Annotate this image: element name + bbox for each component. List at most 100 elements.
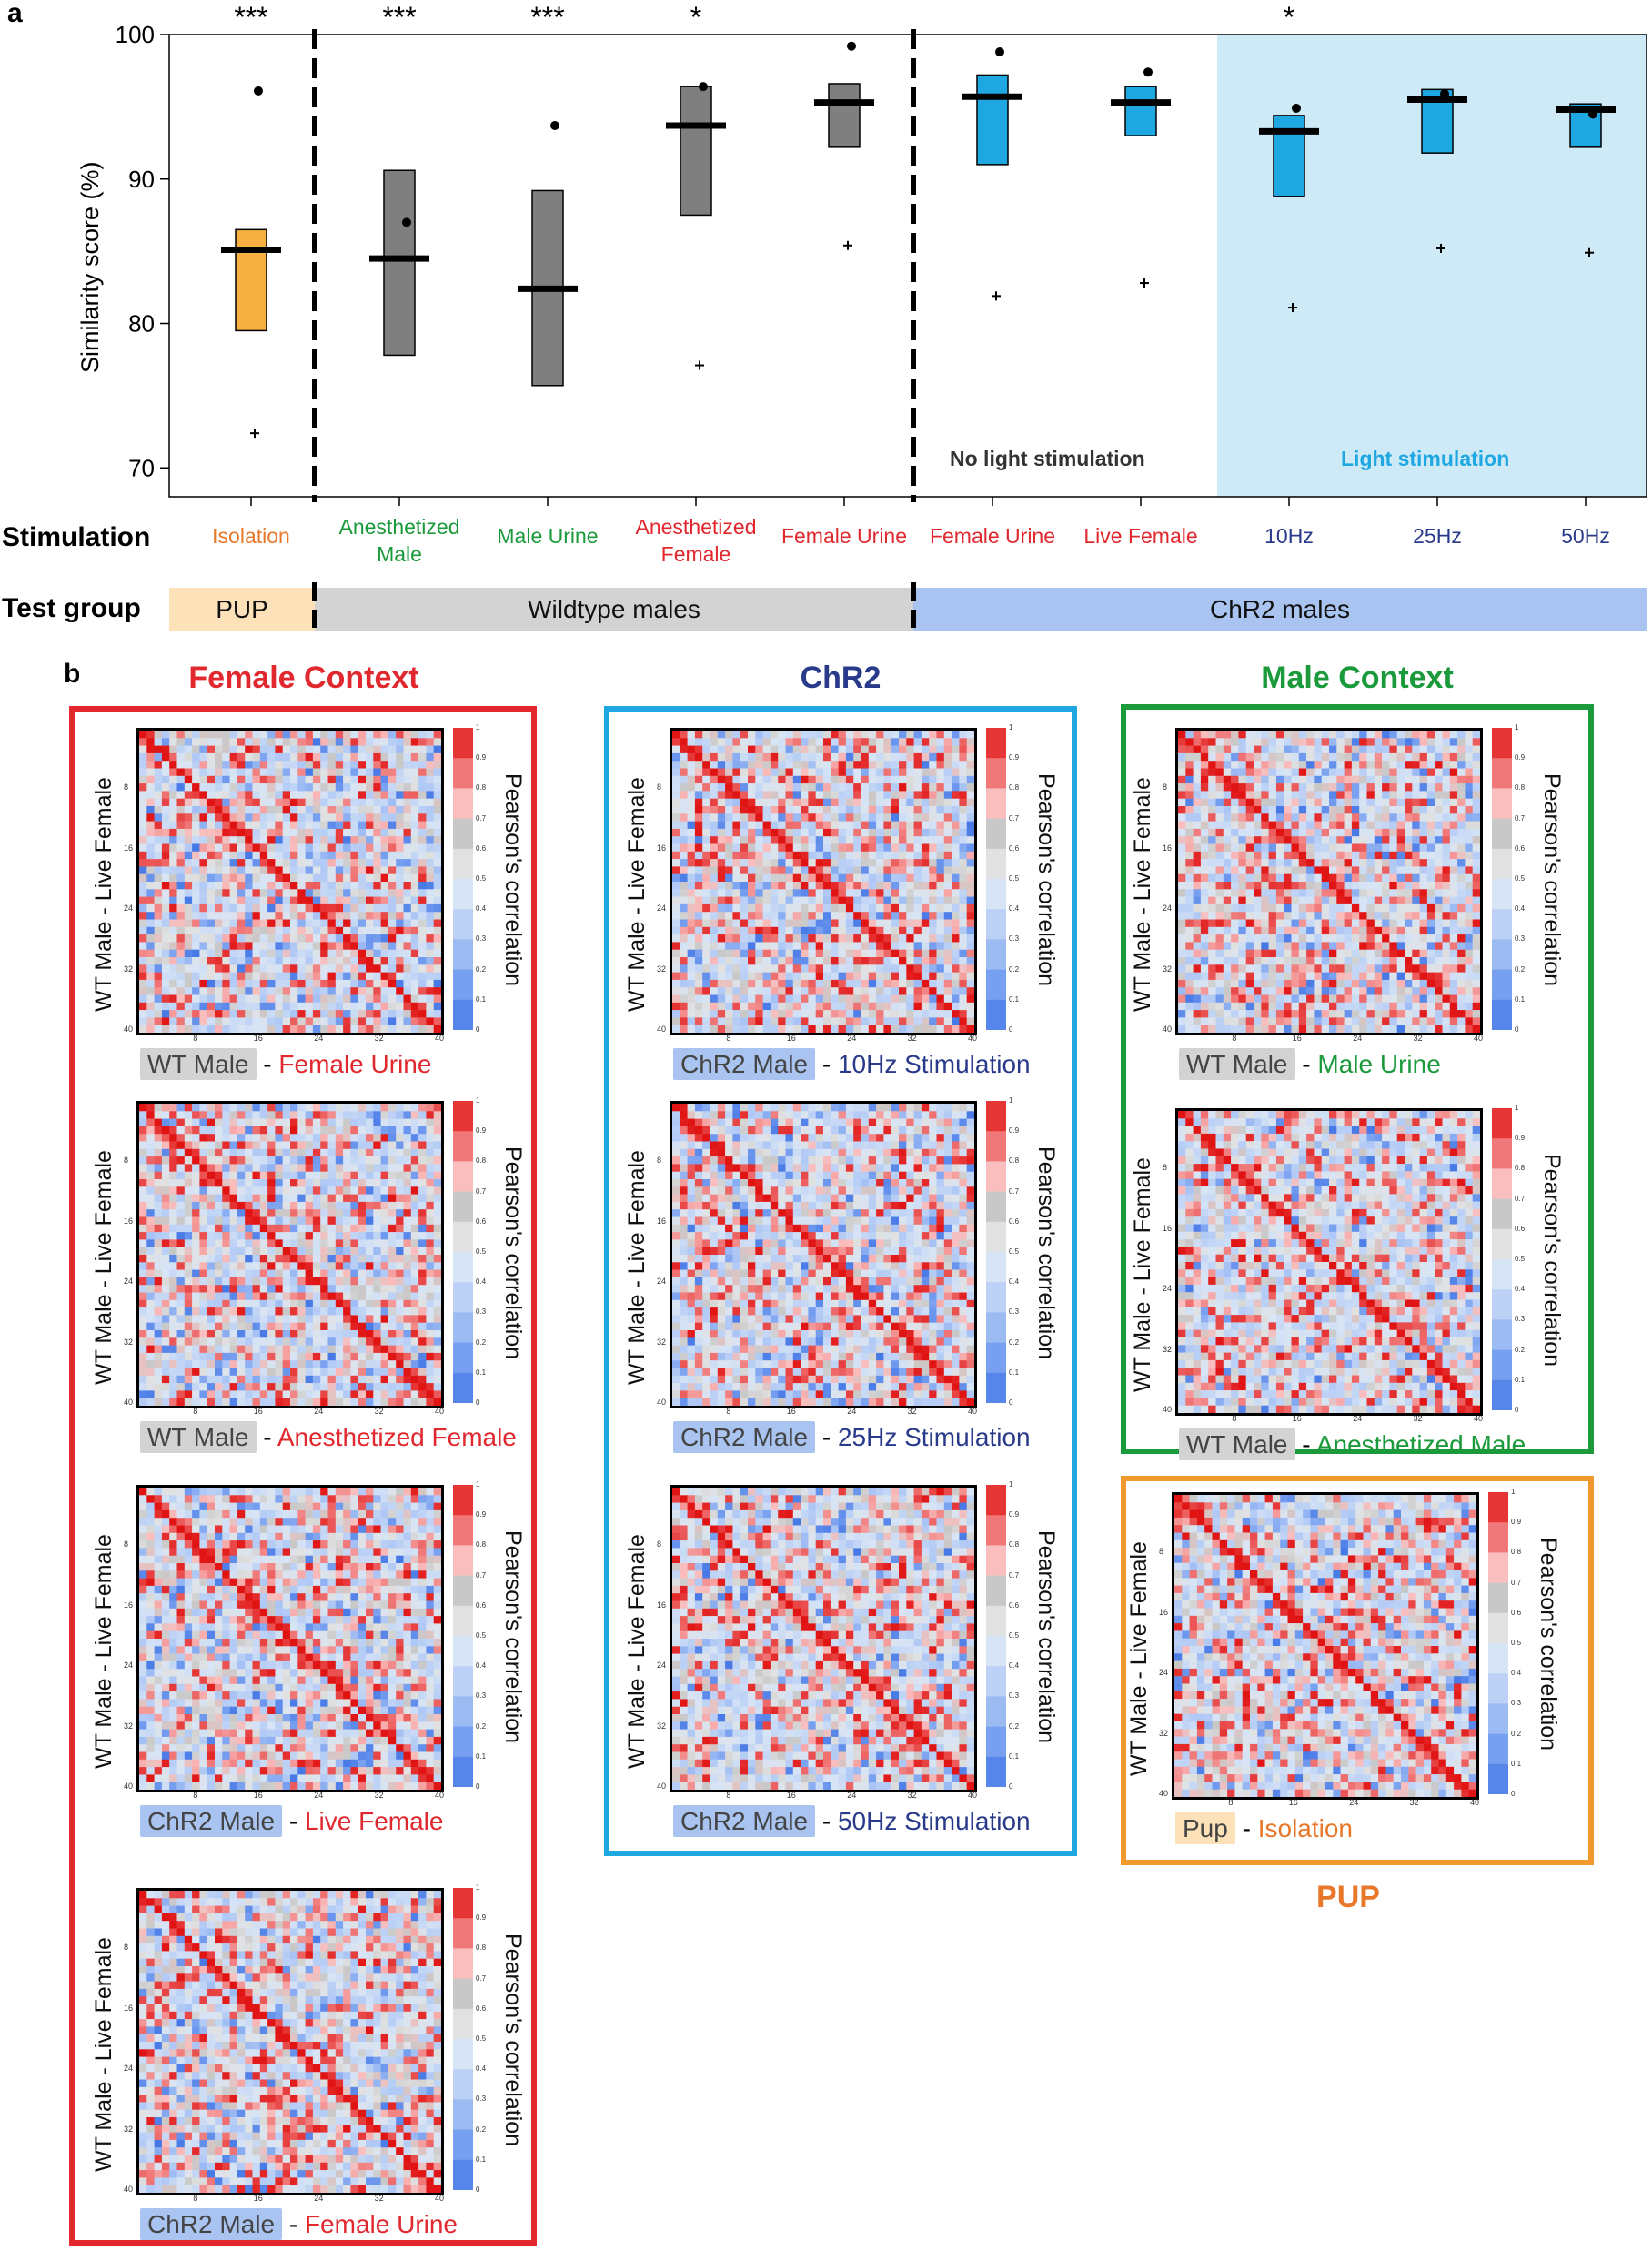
heatmap-cell bbox=[297, 1639, 306, 1647]
heatmap-cell bbox=[388, 942, 397, 950]
heatmap-cell bbox=[192, 775, 200, 784]
heatmap-cell bbox=[373, 1148, 381, 1157]
heatmap-cell bbox=[373, 798, 381, 807]
heatmap-cell bbox=[320, 821, 328, 830]
heatmap-cell bbox=[154, 1002, 163, 1011]
heatmap-cell bbox=[229, 1630, 238, 1640]
x-tick-label: 16 bbox=[253, 1407, 263, 1416]
heatmap-cell bbox=[222, 1639, 230, 1647]
heatmap-cell bbox=[252, 1292, 261, 1301]
heatmap-cell bbox=[229, 828, 238, 837]
heatmap-cell bbox=[215, 964, 223, 973]
heatmap-cell bbox=[312, 979, 321, 988]
heatmap-cell bbox=[403, 1578, 412, 1587]
heatmap-cell bbox=[139, 768, 147, 777]
heatmap-cell bbox=[259, 806, 268, 814]
heatmap-cell bbox=[327, 882, 337, 890]
heatmap-cell bbox=[380, 1585, 389, 1594]
y-tick-label: 16 bbox=[124, 843, 134, 853]
heatmap-cell bbox=[146, 1639, 155, 1647]
heatmap-cell bbox=[259, 1660, 268, 1670]
heatmap-cell bbox=[305, 798, 314, 807]
heatmap-cell bbox=[169, 1148, 177, 1157]
test-group-pup: PUP bbox=[169, 588, 315, 631]
heatmap-cell bbox=[146, 1660, 155, 1670]
heatmap-cell bbox=[396, 1646, 404, 1654]
heatmap-cell bbox=[169, 1383, 177, 1391]
heatmap-cell bbox=[267, 903, 276, 913]
heatmap-cell bbox=[215, 1269, 223, 1278]
heatmap-cell bbox=[350, 783, 358, 792]
heatmap-cell bbox=[154, 1141, 163, 1150]
heatmap-cell bbox=[327, 1729, 337, 1738]
heatmap-cell bbox=[366, 1209, 374, 1217]
heatmap-cell bbox=[176, 859, 186, 867]
heatmap-cell bbox=[396, 1774, 404, 1782]
heatmap-cell bbox=[282, 851, 291, 860]
heatmap-cell bbox=[366, 1699, 374, 1707]
heatmap-cell bbox=[297, 1194, 306, 1203]
heatmap-cell bbox=[433, 1156, 441, 1165]
heatmap-cell bbox=[229, 798, 238, 807]
heatmap-cell bbox=[327, 1623, 337, 1631]
heatmap-cell bbox=[139, 1194, 147, 1203]
heatmap-cell bbox=[335, 1148, 344, 1157]
heatmap-cell bbox=[305, 1156, 314, 1165]
heatmap-cell bbox=[237, 1540, 246, 1549]
heatmap-cell bbox=[206, 752, 216, 762]
heatmap-cell bbox=[335, 972, 344, 981]
heatmap-cell bbox=[245, 783, 253, 792]
heatmap-cell bbox=[252, 851, 261, 860]
heatmap-cell bbox=[327, 1262, 337, 1270]
heatmap-cell bbox=[267, 1307, 276, 1316]
heatmap-cell bbox=[222, 1600, 230, 1610]
heatmap-cell bbox=[282, 1010, 291, 1018]
heatmap-cell bbox=[350, 1616, 358, 1624]
heatmap-cell bbox=[327, 1002, 337, 1011]
heatmap-cell bbox=[358, 1585, 367, 1594]
heatmap-cell bbox=[222, 994, 230, 1004]
heatmap-cell bbox=[320, 1578, 328, 1587]
heatmap-cell bbox=[245, 843, 253, 853]
heatmap-cell bbox=[237, 798, 246, 807]
heatmap-cell bbox=[192, 882, 200, 890]
heatmap-cell bbox=[237, 1488, 246, 1496]
heatmap-cell bbox=[229, 1002, 238, 1011]
heatmap-cell bbox=[297, 761, 306, 769]
heatmap-cell bbox=[433, 1186, 441, 1195]
heatmap-cell bbox=[418, 738, 427, 746]
heatmap-cell bbox=[184, 1563, 193, 1571]
heatmap-cell bbox=[410, 949, 419, 958]
heatmap-cell bbox=[245, 1239, 253, 1247]
heatmap-cell bbox=[222, 1623, 230, 1631]
heatmap-cell bbox=[282, 836, 291, 844]
heatmap-cell bbox=[252, 1744, 261, 1752]
heatmap-cell bbox=[335, 821, 344, 830]
heatmap-cell bbox=[373, 1201, 381, 1210]
heatmap-cell bbox=[396, 1714, 404, 1722]
heatmap-cell bbox=[237, 1398, 246, 1406]
heatmap-cell bbox=[267, 1630, 276, 1640]
heatmap-cell bbox=[350, 828, 358, 837]
heatmap-cell bbox=[335, 889, 344, 897]
heatmap-cell bbox=[320, 1368, 328, 1377]
heatmap-cell bbox=[184, 1104, 193, 1112]
heatmap-cell bbox=[245, 994, 253, 1004]
heatmap-cell bbox=[245, 1683, 253, 1692]
heatmap-cell bbox=[320, 1209, 328, 1217]
heatmap-cell bbox=[358, 1186, 367, 1195]
heatmap-cell bbox=[290, 1285, 298, 1293]
heatmap-cell bbox=[169, 1555, 177, 1564]
heatmap-cell bbox=[418, 1585, 427, 1594]
heatmap-cell bbox=[297, 1148, 306, 1157]
heatmap-cell bbox=[388, 1216, 397, 1226]
heatmap-cell bbox=[403, 1186, 412, 1195]
heatmap-cell bbox=[410, 1277, 419, 1286]
heatmap-cell bbox=[327, 1017, 337, 1025]
heatmap-cell bbox=[366, 791, 374, 799]
heatmap-cell bbox=[358, 1383, 367, 1391]
heatmap-cell bbox=[192, 821, 200, 830]
heatmap-cell bbox=[410, 957, 419, 965]
heatmap-cell bbox=[396, 1345, 404, 1354]
heatmap-cell bbox=[327, 1714, 337, 1722]
